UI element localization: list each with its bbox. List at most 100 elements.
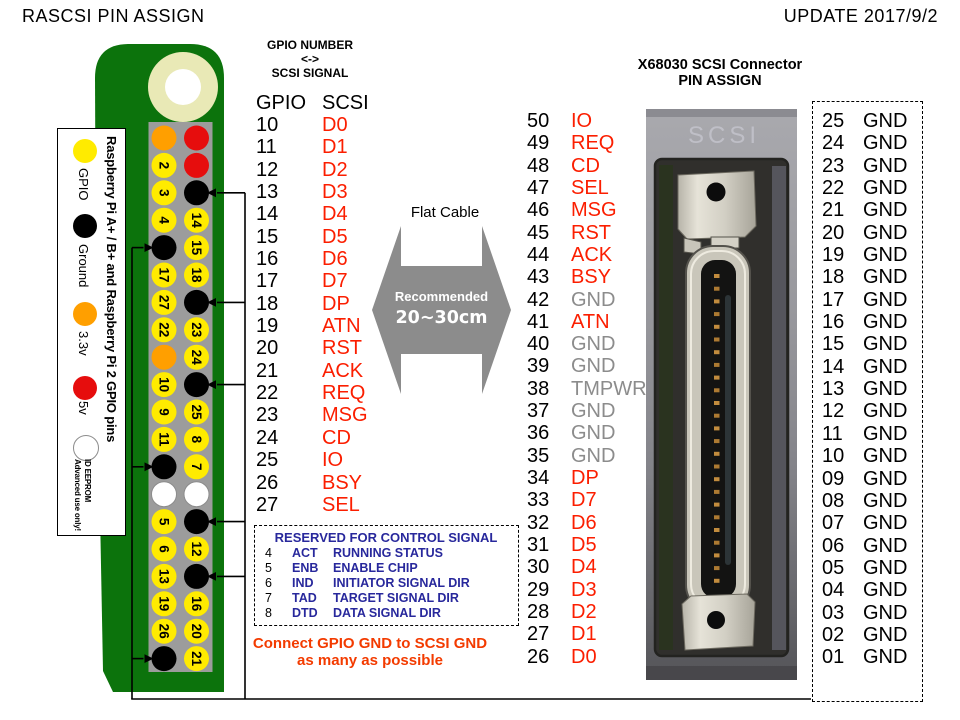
scsi-pin-number: 31 — [527, 533, 550, 556]
gnd-pin-signal: GND — [863, 601, 908, 624]
gnd-bus-lines — [131, 188, 811, 700]
mini-header-line1: GPIO NUMBER — [266, 38, 353, 52]
photo-recess-right-wall — [772, 166, 786, 650]
gpio-number: 14 — [256, 203, 279, 226]
scsi-pin-number: 36 — [527, 422, 550, 445]
connector-pin-contact — [714, 413, 720, 418]
scsi-signal: D0 — [322, 114, 348, 136]
scsi-signal: D3 — [322, 181, 348, 204]
scsi-pin-signal: MSG — [571, 199, 617, 222]
pin-number-label: 21 — [189, 651, 204, 667]
gnd-pin-signal: GND — [863, 378, 908, 401]
gpio-number: 15 — [256, 225, 279, 248]
gpio-number: 26 — [256, 471, 279, 494]
scsi-signal: ACK — [322, 359, 364, 382]
scsi-pin-number: 43 — [527, 266, 550, 289]
pin-gpio16 — [184, 591, 209, 617]
pin-gpio21 — [184, 646, 209, 672]
scsi-pin-signal: GND — [571, 444, 616, 467]
scsi-pin-number: 37 — [527, 400, 550, 423]
gnd-pin-signal: GND — [863, 199, 908, 222]
scsi-pin-number: 40 — [527, 333, 550, 356]
scsi-pin-row: 31 D5 — [527, 534, 647, 556]
gnd-pin-signal: GND — [863, 244, 908, 267]
scsi-connector-photo — [646, 109, 797, 680]
gnd-note: Connect GPIO GND to SCSI GND as many as … — [240, 635, 500, 669]
pin-number-label: 20 — [189, 624, 204, 639]
scsi-signal: CD — [322, 426, 351, 449]
pin-number-label: 19 — [157, 596, 172, 611]
gnd-pin-signal: GND — [863, 422, 908, 445]
gnd-pin-number: 24 — [822, 132, 845, 155]
pin-id-eeprom — [151, 481, 177, 508]
scsi-signal: D6 — [322, 248, 348, 271]
scsi-pin-signal: ACK — [571, 243, 613, 266]
scsi-pin-signal: D5 — [571, 533, 597, 556]
connector-title: X68030 SCSI Connector PIN ASSIGN — [620, 57, 820, 89]
connector-pin-contact — [714, 515, 720, 520]
gnd-pin-number: 15 — [822, 333, 845, 356]
scsi-pin-number: 27 — [527, 623, 550, 646]
scsi-pin-number: 28 — [527, 600, 550, 623]
pin-ground — [184, 289, 209, 315]
gpio-header-strip — [148, 122, 213, 672]
scsi-pin-signal: D2 — [571, 600, 597, 623]
gnd-arrowhead — [144, 243, 154, 252]
flat-cable-label: Flat Cable — [410, 204, 480, 221]
connector-pin-contact — [714, 578, 720, 583]
gnd-pin-number: 16 — [822, 311, 845, 334]
reserved-signal-name: IND — [292, 575, 314, 590]
legend-gnd-swatch — [73, 214, 97, 238]
pin-number-label: 24 — [189, 350, 204, 366]
pin-gpio22 — [151, 317, 177, 343]
legend-3v3-label: 3.3v — [76, 331, 91, 356]
gnd-pin-signal: GND — [863, 579, 908, 602]
pin-number-label: 6 — [157, 545, 172, 553]
scsi-pin-row: 44 ACK — [527, 244, 647, 266]
scsi-pin-signal: CD — [571, 154, 600, 177]
gpio-number: 19 — [256, 315, 279, 338]
reserved-signal-desc: ENABLE CHIP — [333, 560, 418, 575]
scsi-col-header: SCSI — [322, 92, 369, 114]
pin-ground — [184, 509, 209, 535]
scsi-pin-signal: D0 — [571, 645, 597, 668]
photo-panel-bottom-edge — [646, 666, 797, 680]
pin-number-label: 2 — [157, 162, 172, 170]
pin-gpio26 — [151, 618, 177, 644]
scsi-pin-number: 44 — [527, 243, 550, 266]
pin-number-label: 4 — [157, 216, 172, 224]
scsi-pin-number: 47 — [527, 176, 550, 199]
scsi-pin-number: 41 — [527, 310, 550, 333]
reserved-signal-desc: RUNNING STATUS — [333, 546, 443, 560]
gnd-pin-signal: GND — [863, 266, 908, 289]
scsi-signal: REQ — [322, 382, 366, 405]
pin-3v3 — [151, 125, 177, 151]
scsi-pin-number: 33 — [527, 489, 550, 512]
scsi-pin-number: 49 — [527, 132, 550, 155]
gnd-note-line2: as many as possible — [297, 651, 443, 669]
reserved-signal-desc: DATA SIGNAL DIR — [333, 605, 441, 620]
connector-title-line2: PIN ASSIGN — [678, 73, 762, 89]
pin-number-label: 7 — [189, 463, 204, 471]
pin-gpio13 — [151, 563, 177, 589]
gnd-pin-signal: GND — [863, 355, 908, 378]
